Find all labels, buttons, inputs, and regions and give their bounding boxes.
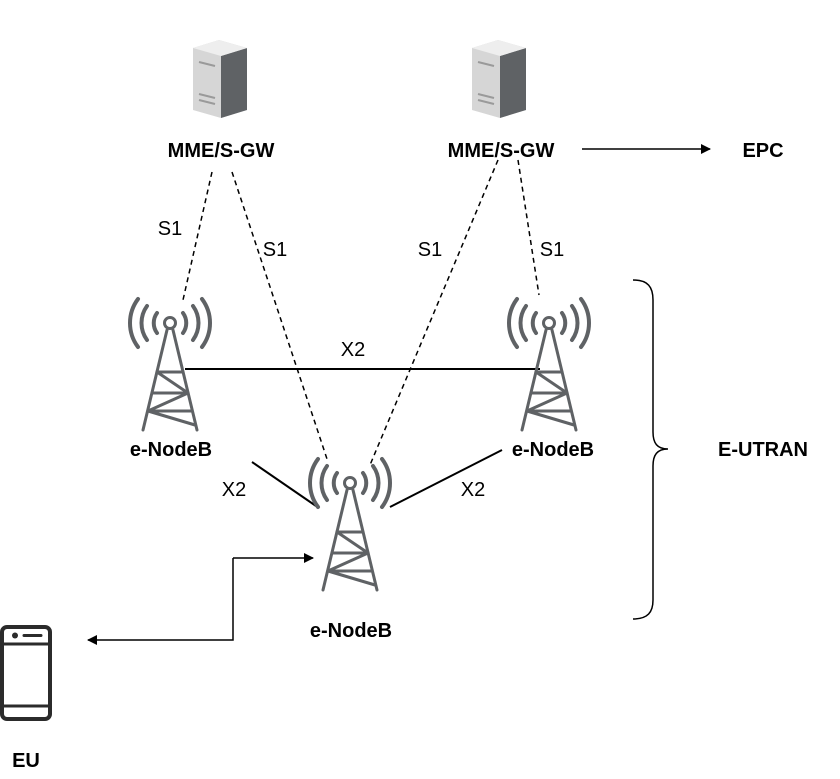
x2-link (251, 461, 317, 507)
server-label: MME/S-GW (448, 140, 555, 162)
s1-label: S1 (158, 218, 182, 240)
enodeb-label: e-NodeB (130, 439, 212, 461)
x2-label: X2 (222, 479, 246, 501)
s1-link (369, 159, 499, 466)
x2-links (185, 368, 540, 508)
s1-link (517, 159, 540, 296)
x2-label: X2 (461, 479, 485, 501)
e-utran-brace (632, 279, 669, 620)
antenna-tower-icon (308, 457, 392, 592)
s1-label: S1 (263, 239, 287, 261)
x2-label: X2 (341, 339, 365, 361)
e-utran-label: E-UTRAN (718, 439, 808, 461)
s1-link (231, 171, 329, 463)
s1-links (182, 159, 540, 466)
s1-link (182, 171, 213, 301)
s1-label: S1 (540, 239, 564, 261)
s1-label: S1 (418, 239, 442, 261)
server-icon (471, 39, 527, 119)
x2-link (389, 449, 503, 508)
epc-label: EPC (742, 140, 783, 162)
server-icon (192, 39, 248, 119)
antenna-tower-icon (507, 297, 591, 432)
enodeb-label: e-NodeB (310, 620, 392, 642)
enodeb-label: e-NodeB (512, 439, 594, 461)
antenna-tower-icon (128, 297, 212, 432)
smartphone-icon (0, 625, 52, 721)
ue-label: EU (12, 750, 40, 772)
ue-connector-arrow (87, 558, 234, 645)
server-label: MME/S-GW (168, 140, 275, 162)
